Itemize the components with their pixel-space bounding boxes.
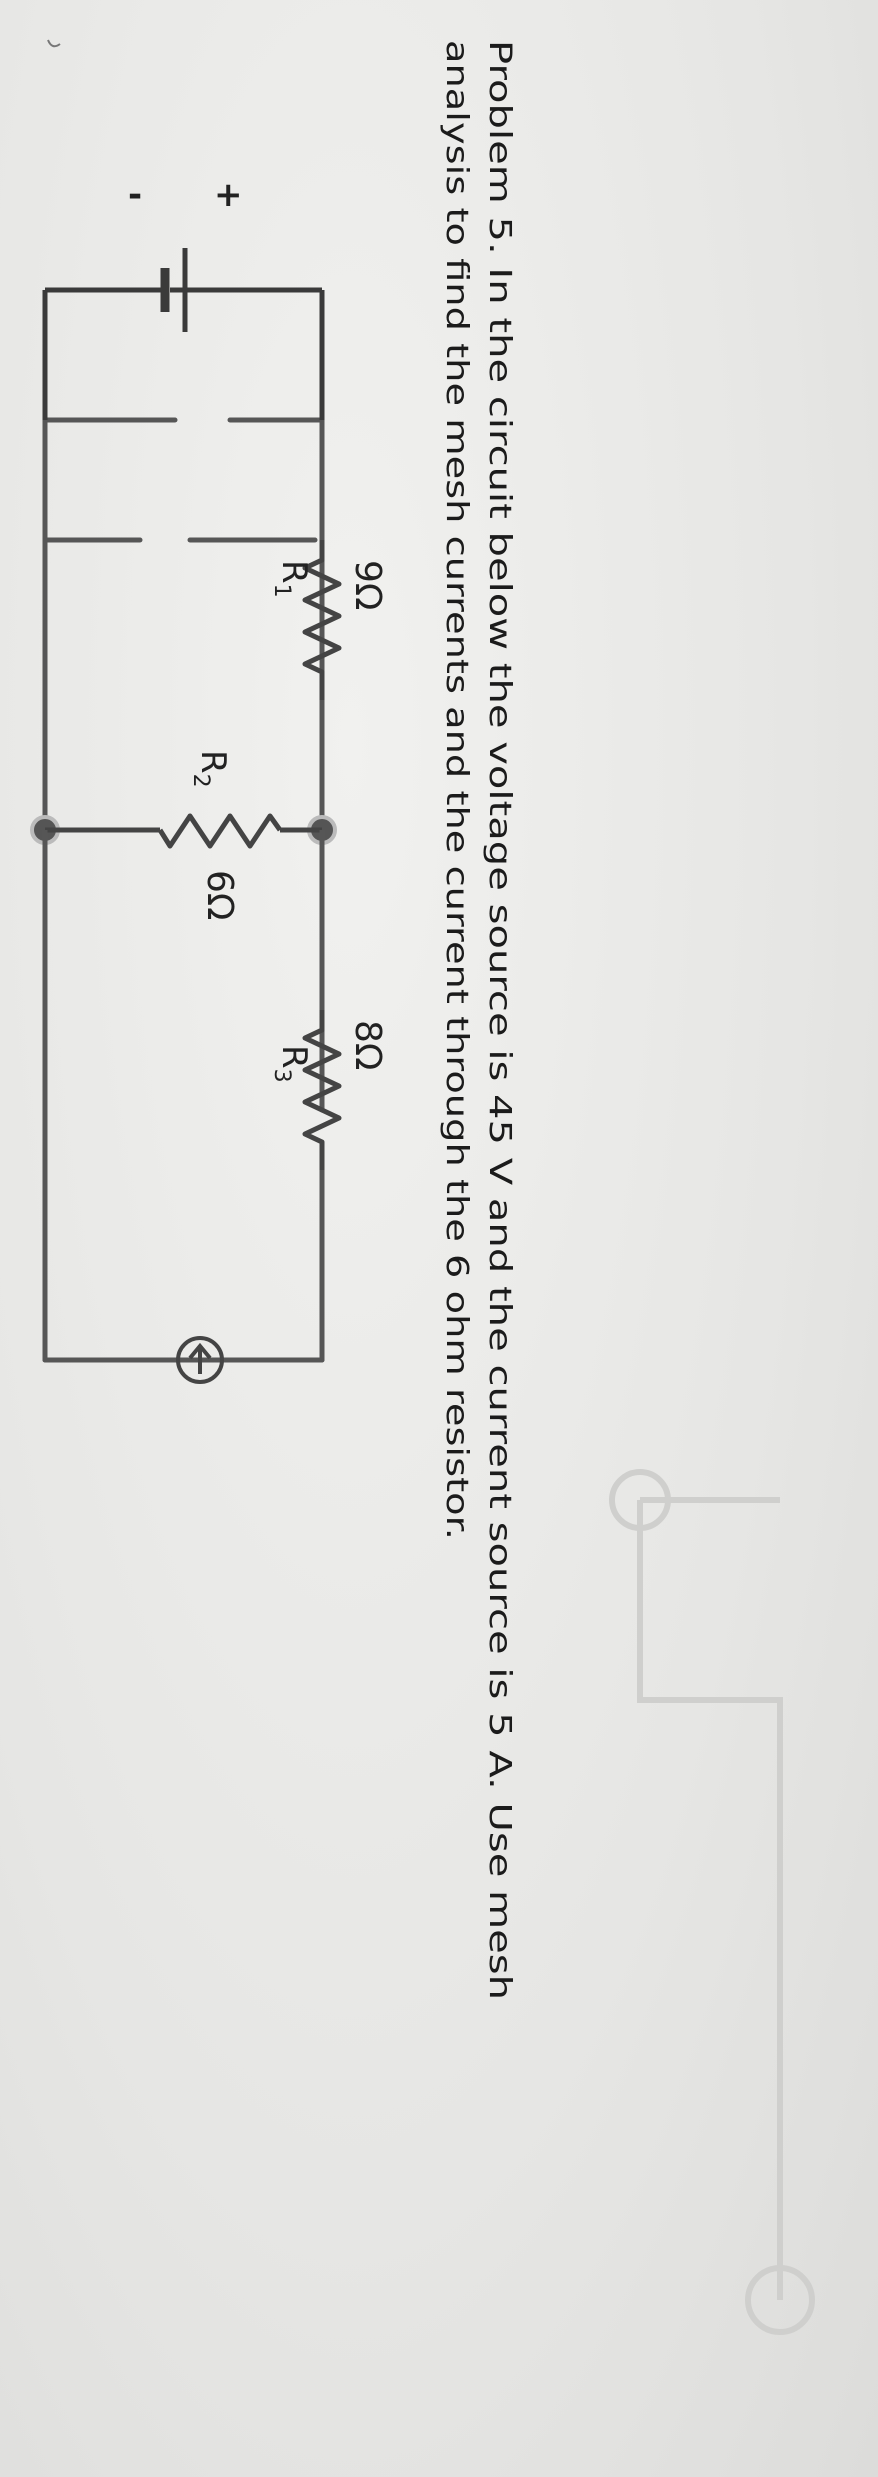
r2-name-label: R2 xyxy=(188,750,233,788)
resistor-r3 xyxy=(302,830,342,1360)
voltage-plus-sign: + xyxy=(214,175,243,215)
pen-mark xyxy=(47,39,61,48)
r1-name-label: R1 xyxy=(269,560,314,598)
problem-line-2: analysis to find the mesh currents and t… xyxy=(439,40,474,1540)
r3-value-label: 8Ω xyxy=(347,1020,388,1070)
bleed-through-sketch xyxy=(609,1469,815,2335)
r2-value-label: 6Ω xyxy=(199,870,240,920)
voltage-source xyxy=(42,248,325,420)
resistor-r2 xyxy=(45,813,322,849)
voltage-minus-sign: - xyxy=(128,175,142,215)
r1-value-label: 9Ω xyxy=(347,560,388,610)
resistor-r1 xyxy=(302,540,342,830)
r3-name-label: R3 xyxy=(269,1045,314,1083)
problem-line-1: Problem 5. In the circuit below the volt… xyxy=(482,40,517,2000)
current-source xyxy=(45,1336,322,1384)
